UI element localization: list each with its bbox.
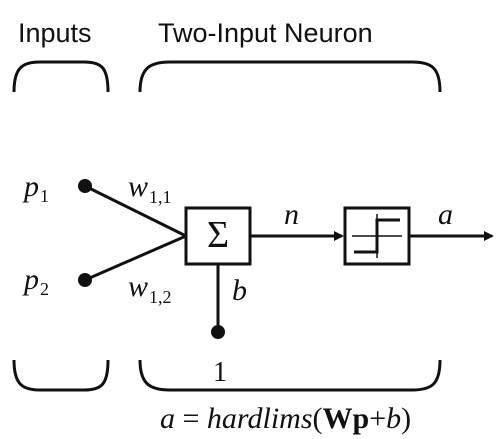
inputs-header: Inputs	[18, 18, 92, 48]
net-input-label: n	[284, 198, 299, 231]
neuron-equation: a = hardlims(Wp+b)	[160, 402, 411, 435]
weight-w12-label: w1,2	[128, 270, 172, 307]
output-label: a	[438, 198, 453, 231]
bias-input-value: 1	[213, 357, 227, 388]
summation-symbol: Σ	[207, 214, 229, 256]
hard-limit-step-icon	[352, 214, 402, 258]
neuron-header: Two-Input Neuron	[158, 18, 373, 48]
input-p1-label: p1	[22, 170, 49, 206]
weight-w11-label: w1,1	[128, 170, 172, 207]
neuron-bottom-bracket	[138, 359, 442, 392]
bias-input-node	[211, 325, 225, 339]
weight-w11-connection	[84, 184, 187, 238]
input-p2-label: p2	[22, 263, 49, 299]
bias-label: b	[232, 274, 247, 307]
weight-w12-connection	[84, 234, 187, 282]
neuron-top-bracket	[138, 60, 442, 93]
inputs-bottom-bracket	[12, 359, 110, 392]
inputs-top-bracket	[12, 60, 110, 93]
